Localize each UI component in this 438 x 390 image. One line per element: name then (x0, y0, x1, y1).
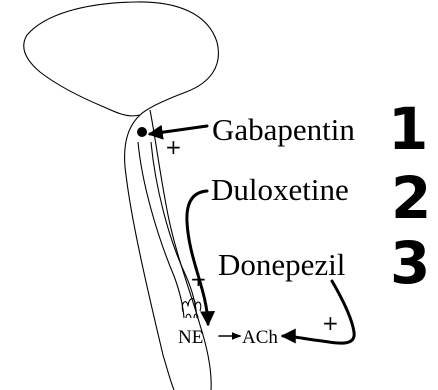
duloxetine-label: Duloxetine (211, 172, 349, 207)
gabapentin-arrow (150, 126, 207, 134)
duloxetine-plus: + (190, 267, 207, 291)
descending-tract (138, 142, 184, 318)
duloxetine-arrow (187, 191, 208, 324)
neuron-terminal (182, 299, 201, 320)
number-2: 2 (391, 164, 431, 232)
nucleus-dot (137, 127, 147, 137)
number-3: 3 (390, 229, 430, 297)
donepezil-plus: + (322, 311, 339, 335)
number-1: 1 (388, 95, 428, 163)
gabapentin-plus: + (165, 135, 182, 159)
gabapentin-label: Gabapentin (212, 112, 355, 147)
ach-label: ACh (242, 327, 278, 348)
ne-label: NE (178, 327, 203, 348)
donepezil-arrow (283, 281, 354, 343)
brain-outline (24, 2, 219, 116)
donepezil-label: Donepezil (218, 247, 345, 282)
